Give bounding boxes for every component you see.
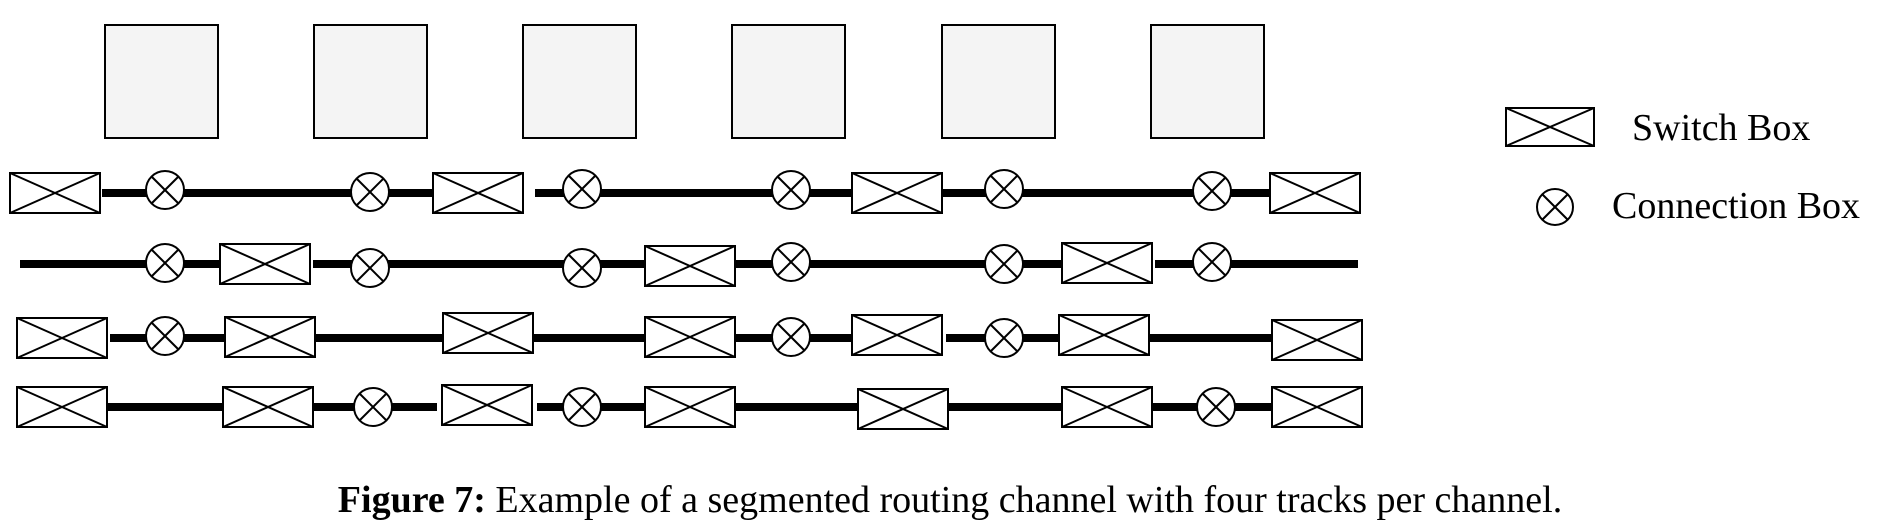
switch-box [222,386,314,428]
switch-box [441,384,533,426]
switch-box [219,243,311,285]
connection-box [771,317,811,357]
logic-block-6 [1150,24,1265,139]
routing-track-3 [16,312,1363,361]
switch-box [9,172,101,214]
switch-box [1271,386,1363,428]
legend-switch-box-icon [1505,107,1595,147]
connection-box [350,248,390,288]
figure-caption-text: Example of a segmented routing channel w… [485,479,1563,521]
connection-box [771,242,811,282]
switch-box [644,386,736,428]
connection-box [145,243,185,283]
connection-box [984,318,1024,358]
routing-track-1 [9,169,1361,214]
switch-box [1271,319,1363,361]
switch-box [1061,242,1153,284]
figure-caption-number: Figure 7: [337,479,486,521]
connection-box [562,169,602,209]
logic-block-5 [941,24,1056,139]
figure-caption: Figure 7: Example of a segmented routing… [0,478,1900,522]
legend-switch-box-label: Switch Box [1632,107,1810,149]
switch-box [1058,314,1150,356]
switch-box [857,388,949,430]
switch-box [1061,386,1153,428]
connection-box [145,170,185,210]
routing-track-4 [16,384,1363,430]
connection-box [145,316,185,356]
switch-box [16,386,108,428]
connection-box [562,387,602,427]
switch-box [644,245,736,287]
connection-box [562,248,602,288]
switch-box [432,172,524,214]
legend-connection-box-label: Connection Box [1612,185,1860,227]
connection-box [1192,171,1232,211]
switch-box [16,317,108,359]
connection-box [1196,387,1236,427]
switch-box [851,314,943,356]
connection-box [771,170,811,210]
switch-box [644,316,736,358]
switch-box [1269,172,1361,214]
switch-box [442,312,534,354]
connection-box [353,387,393,427]
switch-box [851,172,943,214]
routing-track-2 [20,242,1358,288]
logic-block-2 [313,24,428,139]
connection-box [1192,242,1232,282]
connection-box [984,169,1024,209]
connection-box [350,172,390,212]
logic-block-3 [522,24,637,139]
connection-box [984,244,1024,284]
legend-connection-box-icon [1536,188,1574,226]
logic-block-4 [731,24,846,139]
switch-box [224,316,316,358]
logic-block-1 [104,24,219,139]
